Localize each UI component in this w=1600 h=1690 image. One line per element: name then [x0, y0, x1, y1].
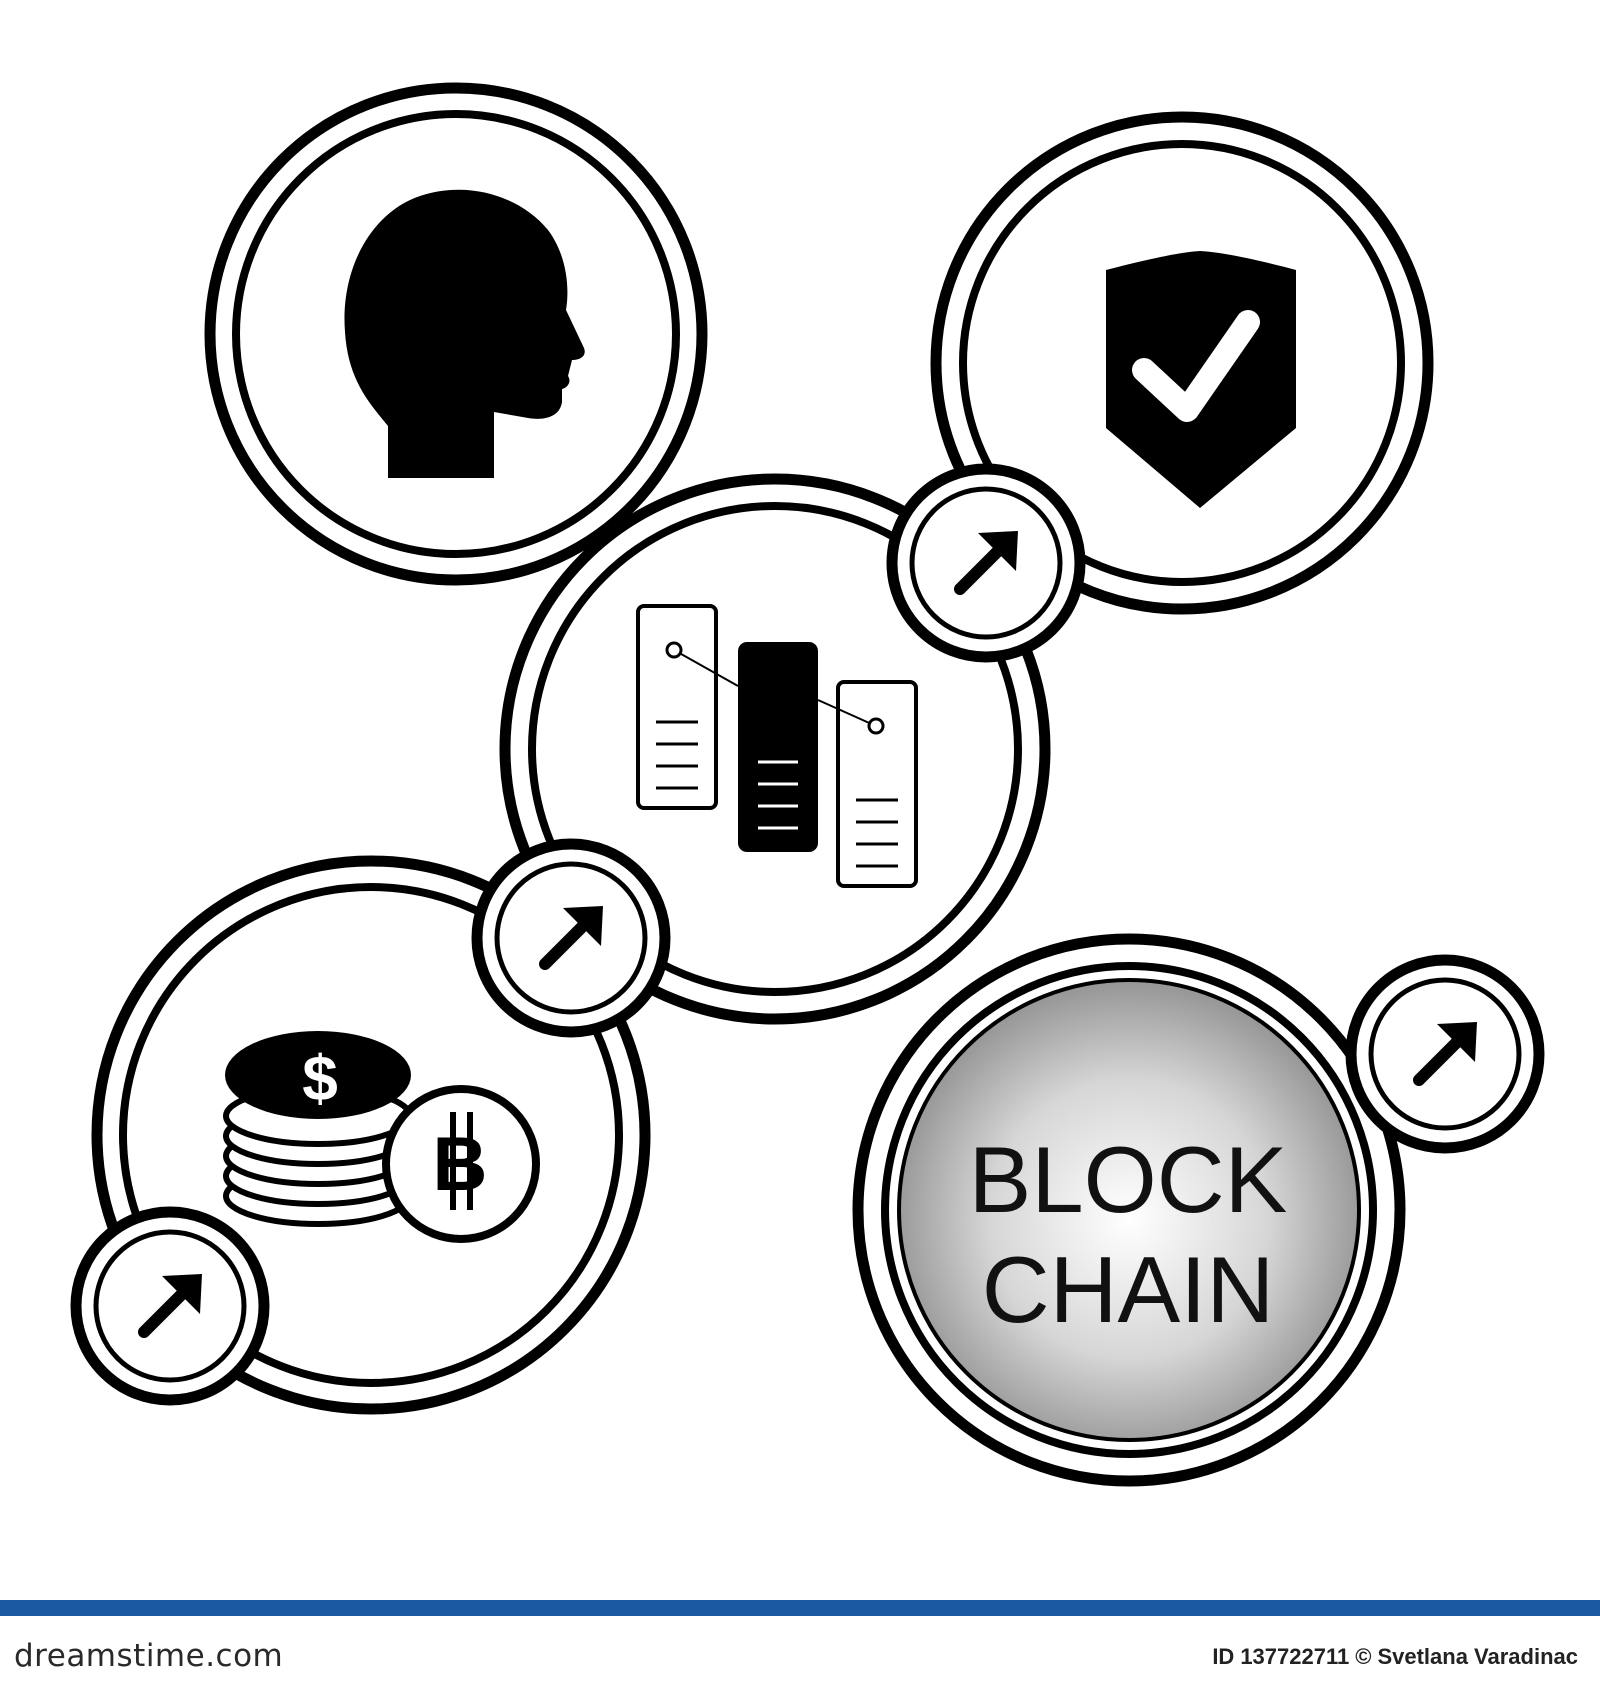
- dollar-glyph: $: [302, 1042, 338, 1114]
- shield-check-icon: [1106, 251, 1296, 508]
- security-node: [930, 111, 1434, 615]
- stock-footer: dreamstime.com ID 137722711 © Svetlana V…: [0, 1600, 1600, 1690]
- blockchain-node: BLOCK CHAIN: [852, 933, 1406, 1487]
- blockchain-label-line1: BLOCK: [969, 1127, 1288, 1232]
- footer-logo: dreamstime.com: [14, 1638, 284, 1674]
- person-node: [204, 82, 708, 586]
- footer-bar: [0, 1600, 1600, 1616]
- diagram-canvas: $ B BLOCK CHAIN: [70, 82, 1545, 1487]
- server-blocks-icon: [636, 604, 918, 888]
- arrow-up-right-icon: [539, 906, 603, 970]
- bitcoin-glyph: B: [433, 1122, 488, 1207]
- person-head-icon: [344, 189, 585, 478]
- id-number: 137722711: [1240, 1644, 1350, 1669]
- arrow-up-right-icon: [138, 1274, 202, 1338]
- blockchain-label-line2: CHAIN: [982, 1237, 1274, 1342]
- arrow-up-right-icon: [1413, 1022, 1477, 1086]
- author-name: Svetlana Varadinac: [1377, 1644, 1578, 1669]
- connector-currency-start: [70, 1206, 270, 1406]
- connector-currency-ledger: [471, 838, 671, 1038]
- arrow-up-right-icon: [954, 531, 1018, 595]
- coins-dollar-bitcoin-icon: $ B: [223, 1031, 540, 1243]
- connector-ledger-security: [886, 463, 1086, 663]
- id-label: ID: [1212, 1644, 1235, 1669]
- connector-blockchain: [1345, 954, 1545, 1154]
- footer-credit: ID 137722711 © Svetlana Varadinac: [1212, 1644, 1578, 1670]
- copyright-symbol: ©: [1355, 1644, 1372, 1669]
